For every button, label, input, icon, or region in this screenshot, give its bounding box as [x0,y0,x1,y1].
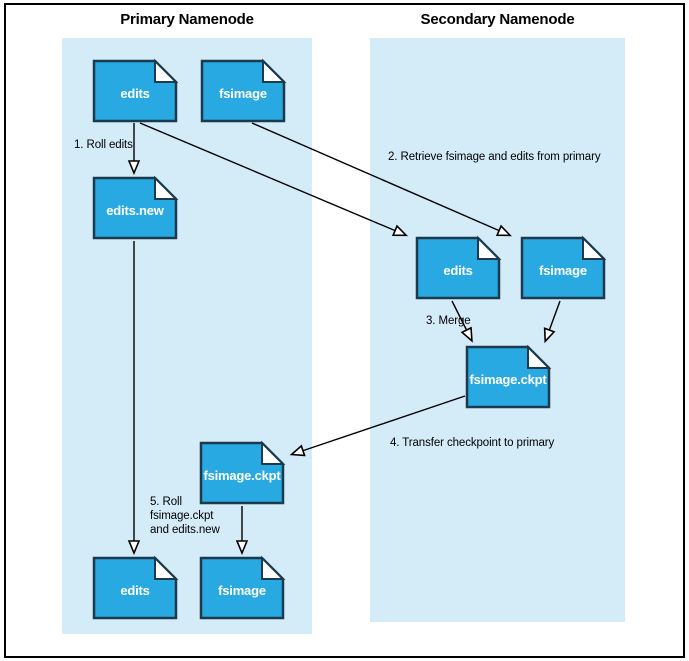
file-fsimage-primary-bottom: fsimage [199,555,286,620]
file-label: edits [120,85,150,101]
step-5-roll-label: 5. Roll fsimage.ckpt and edits.new [150,496,220,536]
document-icon [92,175,179,240]
file-label: fsimage.ckpt [203,467,281,483]
file-label: fsimage [539,262,587,278]
document-icon [520,235,607,300]
file-label: fsimage [218,582,266,598]
secondary-namenode-panel [370,38,625,622]
file-fsimage-secondary: fsimage [520,235,607,300]
file-label: edits [120,582,150,598]
document-icon [200,58,287,123]
step-4-transfer-label: 4. Transfer checkpoint to primary [390,437,555,449]
file-edits-new-primary: edits.new [92,175,179,240]
file-edits-primary-bottom: edits [92,555,179,620]
primary-panel-title: Primary Namenode [120,11,254,28]
document-icon [465,344,552,409]
document-icon [199,555,286,620]
file-label: fsimage.ckpt [469,371,547,387]
file-label: edits.new [106,202,164,218]
document-icon [199,440,286,505]
file-fsimage-ckpt-primary: fsimage.ckpt [199,440,286,505]
step-3-merge-label: 3. Merge [426,315,471,327]
file-fsimage-primary-top: fsimage [200,58,287,123]
secondary-panel-title: Secondary Namenode [420,11,575,28]
file-edits-secondary: edits [415,235,502,300]
file-fsimage-ckpt-secondary: fsimage.ckpt [465,344,552,409]
document-icon [92,58,179,123]
step-2-retrieve-label: 2. Retrieve fsimage and edits from prima… [388,151,601,163]
document-icon [92,555,179,620]
step-1-roll-edits-label: 1. Roll edits [74,139,133,151]
file-label: fsimage [219,85,267,101]
file-edits-primary-top: edits [92,58,179,123]
document-icon [415,235,502,300]
file-label: edits [443,262,473,278]
primary-namenode-panel [62,38,312,634]
